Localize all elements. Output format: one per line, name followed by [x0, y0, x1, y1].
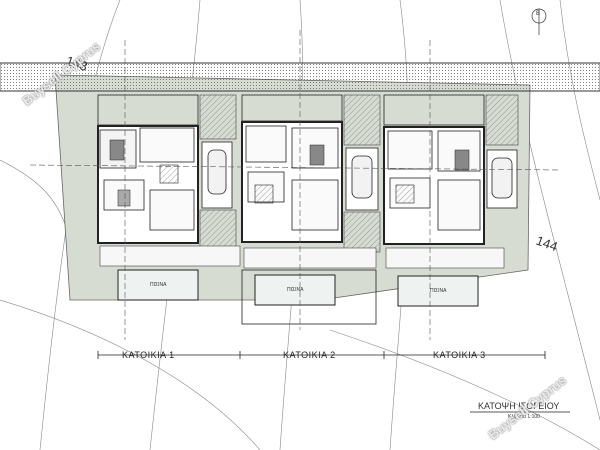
- pool-label-1: ΠΙΣΙΝΑ: [150, 282, 167, 288]
- drawing-scale: Κλίμακα 1:100: [508, 414, 540, 420]
- house-1-plan: [97, 94, 199, 244]
- drawing-title: ΚΑΤΟΨΗ ΙΣΟΓΕΙΟΥ: [478, 401, 560, 411]
- house-3-label: ΚΑΤΟΙΚΙΑ 3: [433, 350, 486, 360]
- pool-label-2: ΠΙΣΙΝΑ: [287, 287, 304, 293]
- pools: [117, 269, 479, 325]
- terraces: [99, 245, 505, 269]
- house-2-plan: [241, 94, 343, 243]
- parking-bays: [201, 141, 518, 211]
- pool-label-3: ΠΙΣΙΝΑ: [430, 288, 447, 294]
- section-lines: [29, 30, 561, 340]
- house-3-plan: [383, 94, 485, 245]
- side-walls: [199, 94, 519, 253]
- north-arrow-icon: [531, 8, 547, 35]
- house-2-label: ΚΑΤΟΙΚΙΑ 2: [283, 350, 336, 360]
- house-1-label: ΚΑΤΟΙΚΙΑ 1: [122, 350, 175, 360]
- north-label: B: [536, 11, 541, 17]
